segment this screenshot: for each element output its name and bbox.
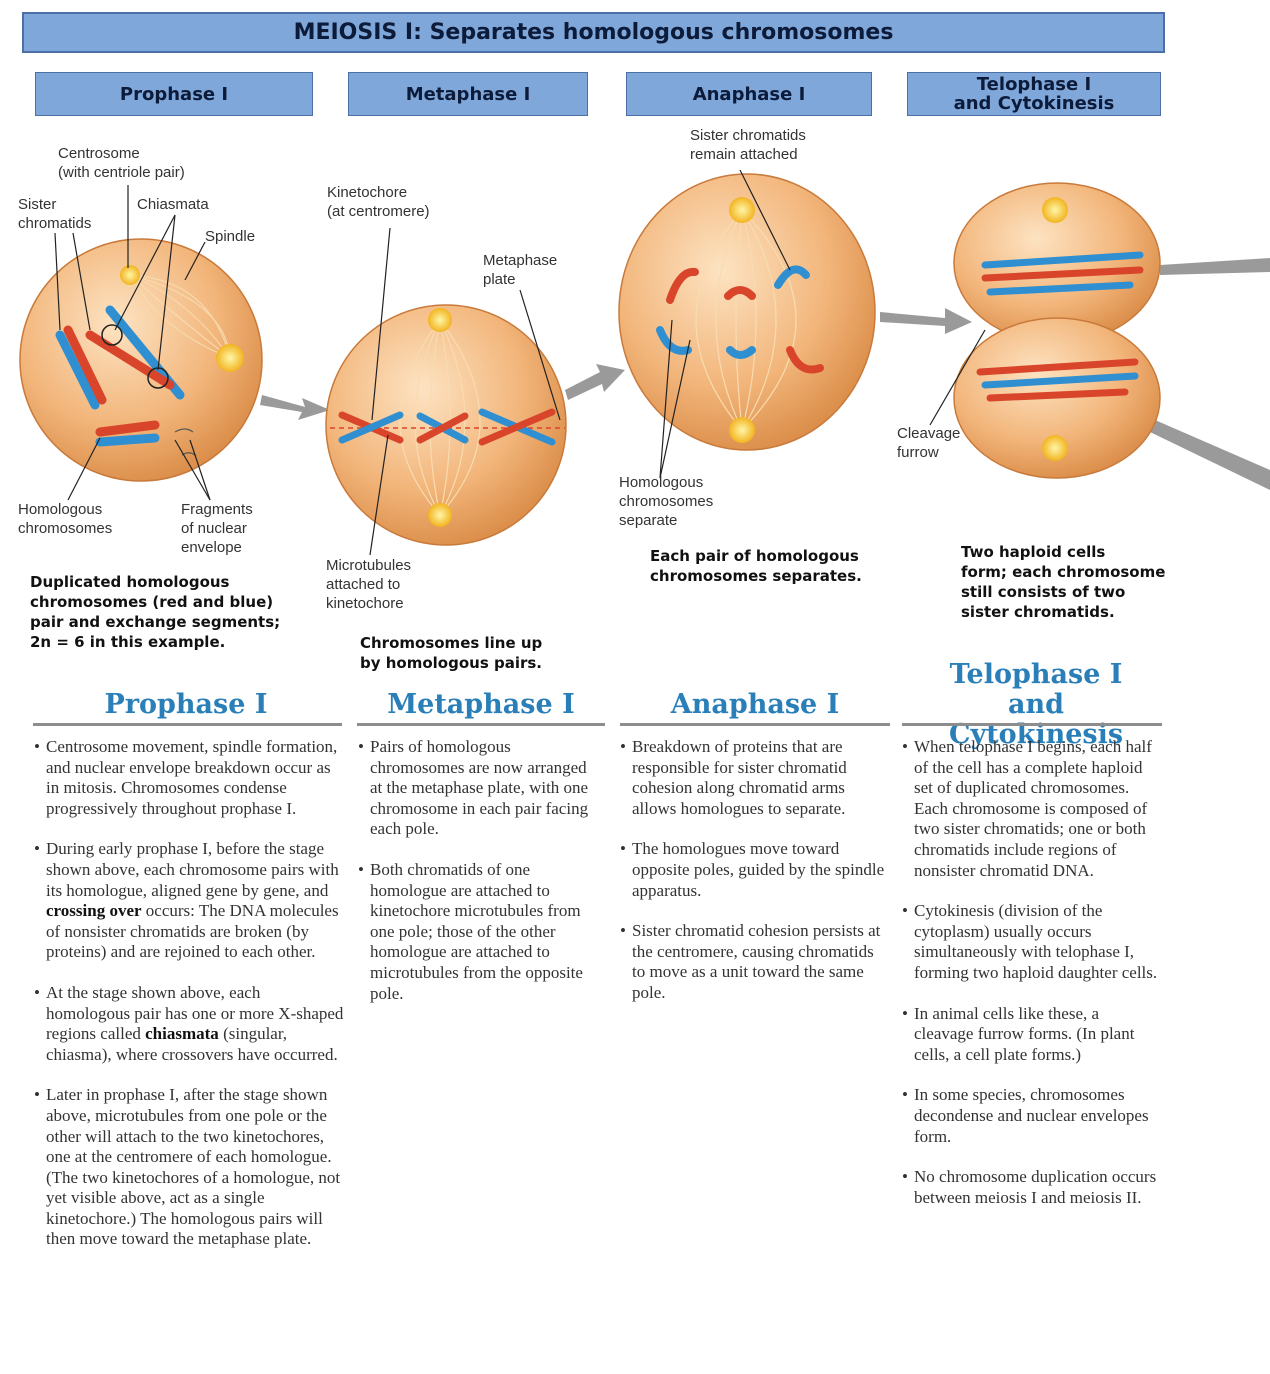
bullet-item: Pairs of homologous chromosomes are now … [358,737,594,840]
prophase-centrosome-top [120,265,140,285]
prophase-cell [20,239,262,481]
metaphase-centrosome-top [428,308,452,332]
bullet-item: Cytokinesis (division of the cytoplasm) … [902,901,1158,983]
metaphase-cell [326,305,566,545]
arrow-telophase-top-out [1160,258,1270,275]
bullet-item: In some species, chromosomes decondense … [902,1085,1158,1147]
bullet-item: Both chromatids of one homologue are att… [358,860,594,1004]
caption-anaphase-line: Each pair of homologous [650,546,862,566]
bullet-text: When telophase I begins, each half of th… [914,737,1152,880]
section-title-prophase: Prophase I [33,690,339,720]
caption-prophase: Duplicated homologous chromosomes (red a… [30,572,280,652]
meiosis-banner: MEIOSIS I: Separates homologous chromoso… [22,12,1165,53]
header-metaphase-label: Metaphase I [406,85,531,104]
bullet-item: Later in prophase I, after the stage sho… [34,1085,344,1250]
bullet-text: Later in prophase I, after the stage sho… [46,1085,340,1248]
bullet-text: Both chromatids of one homologue are att… [370,860,583,1003]
metaphase-bullets: Pairs of homologous chromosomes are now … [358,737,594,1024]
bullet-item: At the stage shown above, each homologou… [34,983,344,1065]
label-chiasmata: Chiasmata [137,196,209,213]
metaphase-centrosome-bottom [428,503,452,527]
rule-anaphase [620,723,890,726]
caption-telophase-line: still consists of two [961,582,1165,602]
anaphase-centrosome-top [729,197,755,223]
bullet-text: Pairs of homologous chromosomes are now … [370,737,588,838]
header-telophase-label: Telophase I and Cytokinesis [954,75,1115,113]
label-kinetochore: Kinetochore(at centromere) [327,184,430,220]
bullet-item: In animal cells like these, a cleavage f… [902,1004,1158,1066]
arrow-telophase-bottom-out [1150,420,1270,490]
term-chiasmata: chiasmata [145,1024,219,1043]
header-anaphase: Anaphase I [626,72,872,116]
caption-prophase-line: pair and exchange segments; [30,612,280,632]
term-crossing-over: crossing over [46,901,142,920]
bullet-text: No chromosome duplication occurs between… [914,1167,1156,1207]
label-spindle: Spindle [205,228,255,245]
bullet-item: Breakdown of proteins that are responsib… [620,737,890,819]
bullet-item: When telophase I begins, each half of th… [902,737,1158,881]
bullet-item: The homologues move toward opposite pole… [620,839,890,901]
anaphase-bullets: Breakdown of proteins that are responsib… [620,737,890,1024]
header-metaphase: Metaphase I [348,72,588,116]
caption-metaphase-line: by homologous pairs. [360,653,542,673]
arrow-metaphase-anaphase [565,364,625,400]
section-title-metaphase: Metaphase I [357,690,605,720]
bullet-text: The homologues move toward opposite pole… [632,839,884,899]
bullet-item: No chromosome duplication occurs between… [902,1167,1158,1208]
bullet-text: Sister chromatid cohesion persists at th… [632,921,880,1002]
anaphase-centrosome-bottom [729,417,755,443]
bullet-text: Centrosome movement, spindle formation, … [46,737,337,818]
prophase-bullets: Centrosome movement, spindle formation, … [34,737,344,1270]
caption-telophase: Two haploid cells form; each chromosome … [961,542,1165,622]
bullet-text: In some species, chromosomes decondense … [914,1085,1149,1145]
bullet-item: Centrosome movement, spindle formation, … [34,737,344,819]
caption-metaphase-line: Chromosomes line up [360,633,542,653]
caption-prophase-line: chromosomes (red and blue) [30,592,280,612]
caption-telophase-line: Two haploid cells [961,542,1165,562]
section-title-anaphase: Anaphase I [620,690,890,720]
caption-metaphase: Chromosomes line up by homologous pairs. [360,633,542,673]
arrow-prophase-metaphase [260,395,330,420]
rule-prophase [33,723,342,726]
bullet-item: Sister chromatid cohesion persists at th… [620,921,890,1003]
rule-metaphase [357,723,605,726]
bullet-text: During early prophase I, before the stag… [46,839,339,899]
header-anaphase-label: Anaphase I [693,85,806,104]
caption-prophase-line: Duplicated homologous [30,572,280,592]
prophase-centrosome-right [216,344,244,372]
caption-anaphase-line: chromosomes separates. [650,566,862,586]
caption-telophase-line: sister chromatids. [961,602,1165,622]
header-prophase: Prophase I [35,72,313,116]
bullet-text: Cytokinesis (division of the cytoplasm) … [914,901,1157,982]
label-centrosome: Centrosome(with centriole pair) [58,145,185,181]
telophase-bullets: When telophase I begins, each half of th… [902,737,1158,1228]
caption-prophase-line: 2n = 6 in this example. [30,632,280,652]
header-telophase: Telophase I and Cytokinesis [907,72,1161,116]
header-prophase-label: Prophase I [120,85,228,104]
banner-title: MEIOSIS I: Separates homologous chromoso… [294,20,894,45]
caption-anaphase: Each pair of homologous chromosomes sepa… [650,546,862,586]
bullet-text: Breakdown of proteins that are responsib… [632,737,847,818]
rule-telophase [902,723,1162,726]
bullet-item: During early prophase I, before the stag… [34,839,344,963]
anaphase-cell [619,174,875,450]
arrow-anaphase-telophase [880,308,972,334]
bullet-text: In animal cells like these, a cleavage f… [914,1004,1134,1064]
caption-telophase-line: form; each chromosome [961,562,1165,582]
